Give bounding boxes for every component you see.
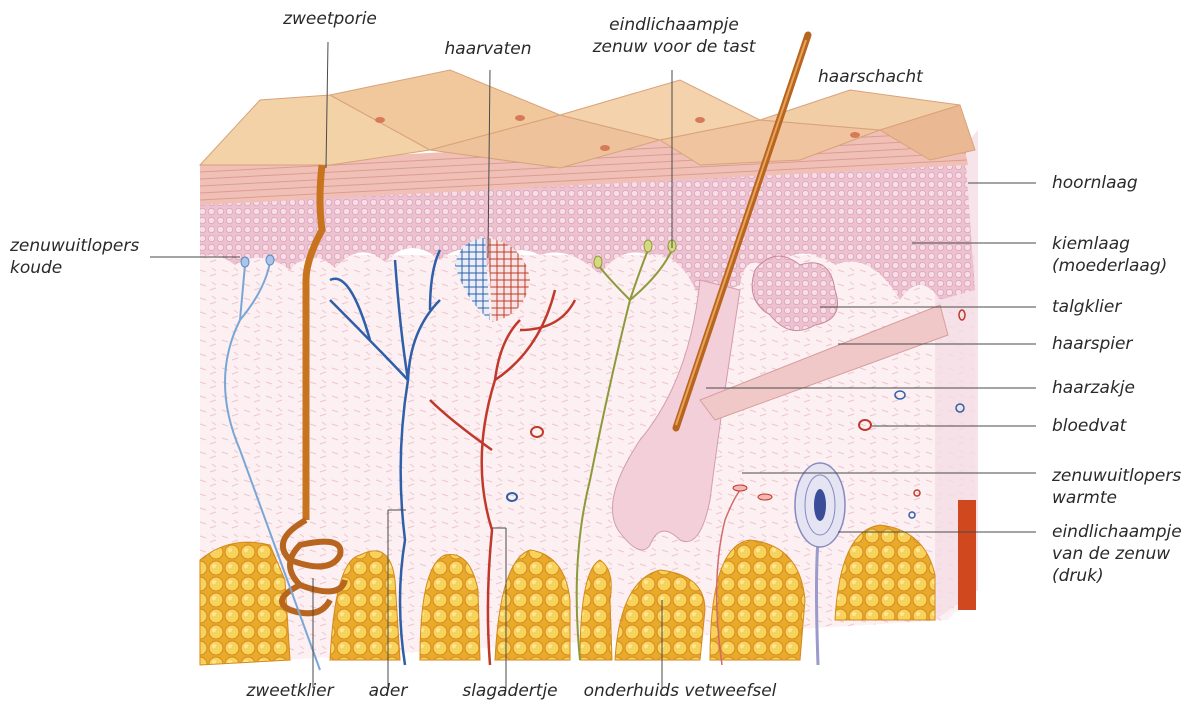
label-slagadertje: slagadertje [462, 680, 557, 702]
label-zenuwuitlopers-warmte-line1: zenuwuitlopers [1052, 465, 1181, 487]
label-kiemlaag-line2: (moederlaag) [1052, 255, 1167, 277]
label-hoornlaag: hoornlaag [1052, 172, 1138, 194]
label-eindlichaampje-tast-line2: zenuw voor de tast [593, 36, 756, 58]
label-eindlichaampje-druk-line2: van de zenuw [1052, 543, 1170, 565]
fat-side-strip [958, 500, 976, 610]
label-ader: ader [369, 680, 408, 702]
label-eindlichaampje-druk-line1: eindlichaampje [1052, 521, 1182, 543]
label-zenuwuitlopers-warmte-line2: warmte [1052, 487, 1117, 509]
label-haarzakje: haarzakje [1052, 377, 1135, 399]
label-bloedvat: bloedvat [1052, 415, 1126, 437]
label-eindlichaampje-druk-line3: (druk) [1052, 565, 1104, 587]
label-zenuwuitlopers-koude-line1: zenuwuitlopers [10, 235, 139, 257]
label-haarschacht: haarschacht [818, 66, 923, 88]
label-haarspier: haarspier [1052, 333, 1132, 355]
label-zweetporie: zweetporie [283, 8, 377, 30]
label-zenuwuitlopers-koude-line2: koude [10, 257, 62, 279]
label-haarvaten: haarvaten [445, 38, 532, 60]
label-zweetklier: zweetklier [246, 680, 333, 702]
label-talgklier: talgklier [1052, 296, 1121, 318]
label-eindlichaampje-tast-line1: eindlichaampje [609, 14, 739, 36]
label-onderhuids-vetweefsel: onderhuids vetweefsel [584, 680, 777, 702]
label-kiemlaag-line1: kiemlaag [1052, 233, 1130, 255]
